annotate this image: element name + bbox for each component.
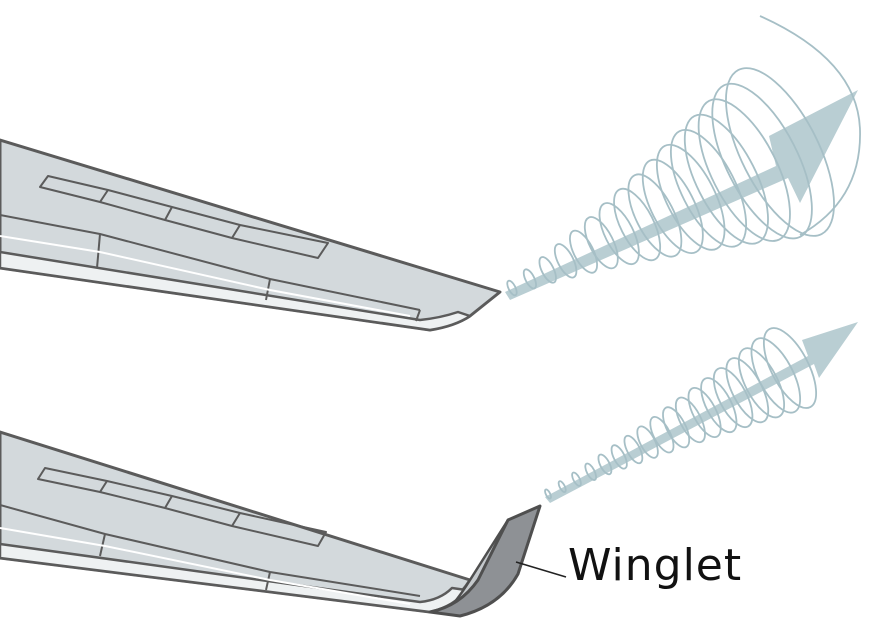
small-wingtip-vortex xyxy=(544,327,818,500)
large-vortex-coil xyxy=(522,268,537,290)
small-vortex-coil xyxy=(674,396,706,444)
small-vortex-coil xyxy=(623,434,644,465)
wing-with-winglet xyxy=(0,322,858,618)
bottom-wing-spoilers xyxy=(37,467,327,547)
large-vortex-coil xyxy=(641,158,704,254)
small-vortex-coil xyxy=(662,406,691,449)
large-vortex-coil xyxy=(569,229,598,274)
large-vortex-outer-arc xyxy=(759,15,861,236)
winglet xyxy=(428,504,542,618)
bottom-wing-panel-1 xyxy=(0,504,421,597)
large-vortex-coil xyxy=(655,143,726,251)
small-vortex-coil xyxy=(737,347,786,419)
winglet-label: Winglet xyxy=(568,540,743,591)
small-vortex-coil xyxy=(584,462,597,481)
winglet-leader-line xyxy=(515,561,567,578)
large-vortex-coil xyxy=(553,243,578,279)
small-vortex-coil xyxy=(649,416,675,454)
small-vortex-coil xyxy=(544,488,552,500)
small-vortex-coil xyxy=(750,337,802,414)
top-wing-highlight xyxy=(0,235,411,317)
small-vortex-coil xyxy=(571,471,582,487)
small-vortex-coil xyxy=(700,377,738,434)
top-wing-trailing-edge xyxy=(0,250,472,332)
large-vortex-coil xyxy=(598,202,640,266)
top-wing-spoilers xyxy=(39,175,329,259)
small-vortex-coil xyxy=(687,386,722,439)
small-vortex-coil xyxy=(610,444,628,470)
small-vortex-coil xyxy=(712,367,754,429)
large-vortex-arrow xyxy=(505,90,858,300)
large-vortex-coil xyxy=(538,256,557,284)
small-vortex-coil xyxy=(597,453,613,476)
small-vortex-coil xyxy=(762,327,818,409)
large-vortex-coil xyxy=(613,187,662,262)
large-vortex-coil xyxy=(697,98,791,242)
large-vortex-coil xyxy=(506,279,518,297)
top-wing-panel-1 xyxy=(0,214,421,311)
large-vortex-coil xyxy=(725,67,835,237)
large-vortex-coil xyxy=(627,173,683,258)
large-vortex-coil xyxy=(669,128,748,248)
large-wingtip-vortex xyxy=(506,15,861,297)
bottom-wing-highlight xyxy=(0,527,411,605)
large-vortex-coil xyxy=(583,216,619,270)
small-vortex-coil xyxy=(557,480,567,493)
large-vortex-coil xyxy=(683,113,769,245)
large-vortex-coil xyxy=(711,82,813,240)
small-vortex-arrow xyxy=(545,322,858,503)
wing-without-winglet xyxy=(0,15,861,332)
top-wing-panel-divider-3 xyxy=(415,309,421,322)
bottom-wing-panel-divider-2 xyxy=(265,571,271,591)
